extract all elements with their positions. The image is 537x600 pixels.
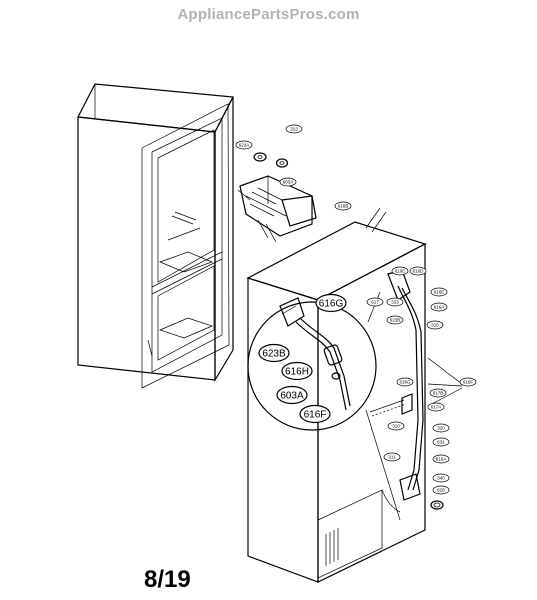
callout-small: 313	[386, 297, 404, 307]
callout-large: 623B	[258, 343, 290, 363]
callout-small-label: 616C	[395, 269, 407, 274]
callout-small: 617A	[427, 402, 445, 412]
callout-small: 616G	[396, 377, 414, 387]
callout-small: 616E	[430, 287, 448, 297]
callout-small-label: 628	[437, 488, 445, 493]
callout-small: 623A	[235, 140, 253, 150]
water-tube-harness	[369, 269, 463, 513]
callout-large: 603A	[276, 385, 308, 405]
callout-small-label: 617B	[433, 391, 444, 396]
callout-large-label: 616G	[319, 299, 344, 310]
callout-small-label: 616D	[413, 269, 425, 274]
callout-small-label: 616F	[463, 380, 474, 385]
small-callouts: 313 623A 603A 616B 616C 616D 616E 616A 313 617 623…	[235, 124, 477, 495]
callout-small: 311	[383, 452, 401, 462]
callout-small-label: 617A	[431, 405, 442, 410]
callout-small: 616F	[459, 377, 477, 387]
callout-large: 616F	[299, 404, 331, 424]
refrigerator-cabinet-left	[77, 83, 234, 389]
callout-small-label: 310	[392, 424, 400, 429]
detail-magnifier	[247, 291, 401, 521]
callout-small: 313	[285, 124, 303, 134]
callout-small: 616B	[334, 201, 352, 211]
callout-small: 631	[432, 437, 450, 447]
callout-large-label: 603A	[280, 391, 304, 402]
callout-small-label: 340	[437, 476, 445, 481]
callout-small: 616A	[430, 302, 448, 312]
callout-small: 628	[432, 485, 450, 495]
page-number: 8/19	[144, 566, 191, 593]
callout-small: 603A	[279, 177, 297, 187]
callout-large: 616G	[315, 293, 347, 313]
callout-small-label: 316	[431, 323, 439, 328]
callout-small-label: 616G	[399, 380, 411, 385]
callout-small: 310	[387, 421, 405, 431]
callout-small: 616D	[409, 266, 427, 276]
callout-small-label: 320	[437, 426, 445, 431]
callout-small-label: 616A	[434, 305, 445, 310]
callout-small-label: 311	[388, 455, 396, 460]
callout-small-label: 616E	[434, 290, 445, 295]
callout-small: 617	[366, 297, 384, 307]
callout-small: 320	[432, 423, 450, 433]
callout-small-label: 616A	[436, 457, 447, 462]
callout-small: 316	[426, 320, 444, 330]
callout-small-label: 623B	[390, 318, 401, 323]
callout-small-label: 313	[391, 300, 399, 305]
callout-large-label: 623B	[262, 349, 286, 360]
callout-small-label: 623A	[239, 143, 250, 148]
callout-large-label: 616H	[285, 367, 309, 378]
callout-small-label: 313	[290, 127, 298, 132]
callout-small: 616A	[432, 454, 450, 464]
callout-small-label: 616B	[338, 204, 349, 209]
callout-small: 617B	[429, 388, 447, 398]
callout-small: 616C	[391, 266, 409, 276]
callout-large-label: 616F	[304, 410, 327, 421]
callout-small: 623B	[386, 315, 404, 325]
callout-small: 340	[432, 473, 450, 483]
callout-large: 616H	[281, 361, 313, 381]
watermark: AppliancePartsPros.com	[177, 6, 360, 23]
callout-small-label: 631	[437, 440, 445, 445]
refrigerator-cabinet-right	[246, 207, 427, 583]
ice-maker-assembly	[237, 152, 317, 243]
callout-small-label: 603A	[283, 180, 294, 185]
callout-small-label: 617	[371, 300, 379, 305]
